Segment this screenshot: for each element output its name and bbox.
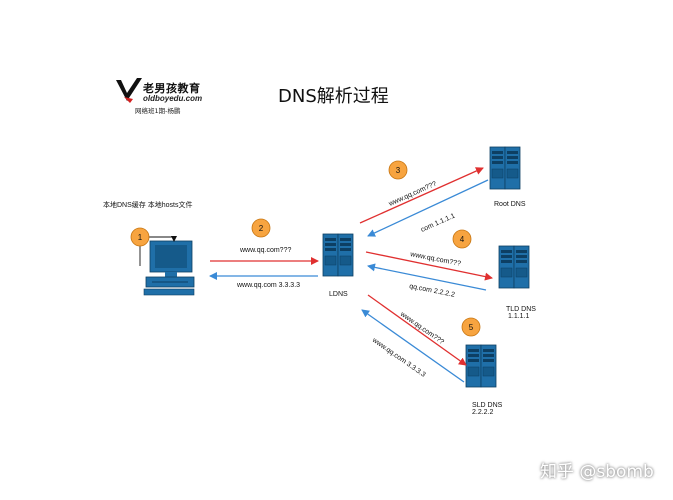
local-lookup-arrow (139, 236, 177, 266)
local-cache-label: 本地DNS缓存 本地hosts文件 (103, 202, 193, 209)
msg-reply-root: com 1.1.1.1 (420, 213, 456, 234)
logo-url: oldboyedu.com (143, 94, 203, 103)
arrow-reply-root (367, 179, 489, 237)
step-2-label: 2 (259, 224, 264, 233)
msg-query-ldns: www.qq.com??? (240, 247, 292, 254)
step-1-badge: 1 (130, 227, 150, 247)
tld-dns-label: TLD DNS (506, 306, 536, 313)
logo-subtitle: 网络班1期-杨鹏 (135, 107, 181, 115)
root-dns-server-icon (489, 146, 521, 190)
root-dns-label: Root DNS (494, 201, 526, 208)
step-5-label: 5 (469, 323, 474, 332)
arrow-reply-tld (367, 263, 487, 291)
sld-dns-label: SLD DNS (472, 402, 503, 409)
tld-dns-ip: 1.1.1.1 (508, 313, 530, 320)
step-3-badge: 3 (388, 160, 408, 180)
sld-dns-ip: 2.2.2.2 (472, 409, 494, 416)
arrow-query-root (359, 167, 484, 224)
arrow-reply-sld (361, 309, 465, 383)
ldns-label: LDNS (329, 291, 348, 298)
watermark: 知乎 @sbomb (540, 462, 654, 482)
logo-name: 老男孩教育 (143, 82, 201, 95)
step-2-badge: 2 (251, 218, 271, 238)
ldns-server-icon (322, 233, 354, 277)
msg-reply-sld: www.qq.com 3.3.3.3 (370, 336, 427, 379)
msg-reply-tld: qq.com 2.2.2.2 (409, 283, 456, 299)
tld-dns-server-icon (498, 245, 530, 289)
logo-mark-icon (116, 78, 142, 103)
arrow-query-tld (365, 251, 493, 281)
client-computer-icon (143, 240, 195, 296)
arrow-query-sld (367, 294, 467, 366)
diagram-title: DNS解析过程 (278, 86, 389, 107)
step-4-badge: 4 (452, 229, 472, 249)
step-5-badge: 5 (461, 317, 481, 337)
msg-query-root: www.qq.com??? (387, 180, 438, 208)
step-4-label: 4 (460, 235, 465, 244)
msg-query-tld: www.qq.com??? (409, 251, 462, 268)
step-1-label: 1 (138, 233, 143, 242)
msg-reply-ldns: www.qq.com 3.3.3.3 (237, 282, 301, 289)
sld-dns-server-icon (465, 344, 497, 388)
step-3-label: 3 (396, 166, 401, 175)
